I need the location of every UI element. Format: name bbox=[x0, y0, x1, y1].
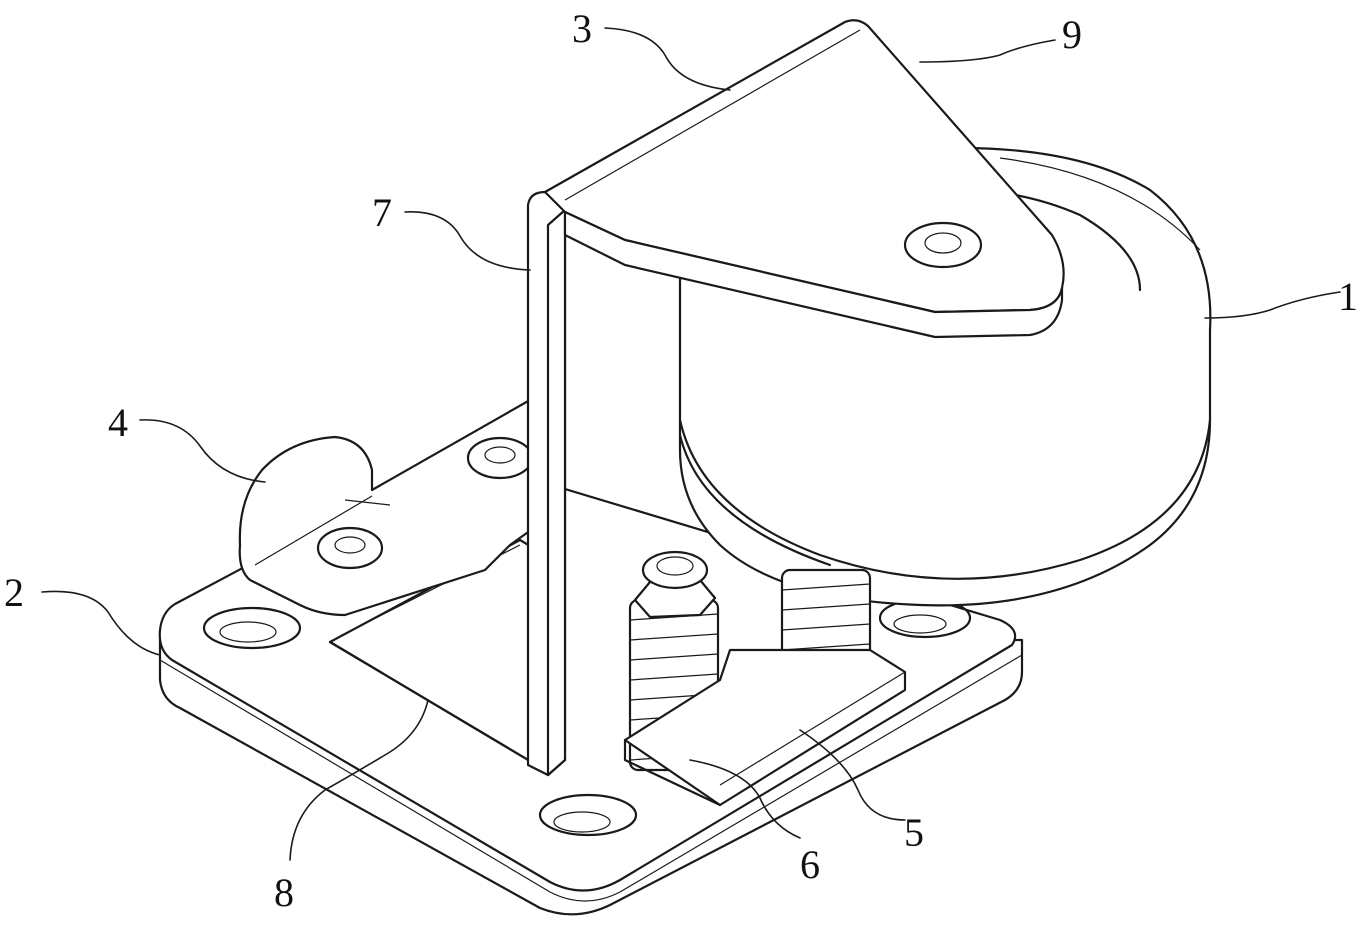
leader-line-1 bbox=[1205, 292, 1340, 318]
label-3: 3 bbox=[572, 6, 592, 51]
label-6: 6 bbox=[800, 842, 820, 887]
leader-line-4 bbox=[140, 420, 265, 482]
label-2: 2 bbox=[4, 570, 24, 615]
label-4: 4 bbox=[108, 400, 128, 445]
leader-line-2 bbox=[42, 591, 160, 655]
label-7: 7 bbox=[372, 190, 392, 235]
label-9: 9 bbox=[1062, 12, 1082, 57]
label-5: 5 bbox=[904, 810, 924, 855]
bolt-head-icon bbox=[318, 528, 382, 568]
bolt-head-icon bbox=[468, 438, 532, 478]
leader-line-3 bbox=[605, 28, 730, 90]
leader-line-9 bbox=[920, 40, 1055, 62]
top-plate bbox=[545, 20, 1064, 337]
label-1: 1 bbox=[1338, 274, 1358, 319]
upright-bracket bbox=[528, 192, 565, 775]
label-8: 8 bbox=[274, 870, 294, 915]
leader-line-7 bbox=[405, 212, 530, 270]
